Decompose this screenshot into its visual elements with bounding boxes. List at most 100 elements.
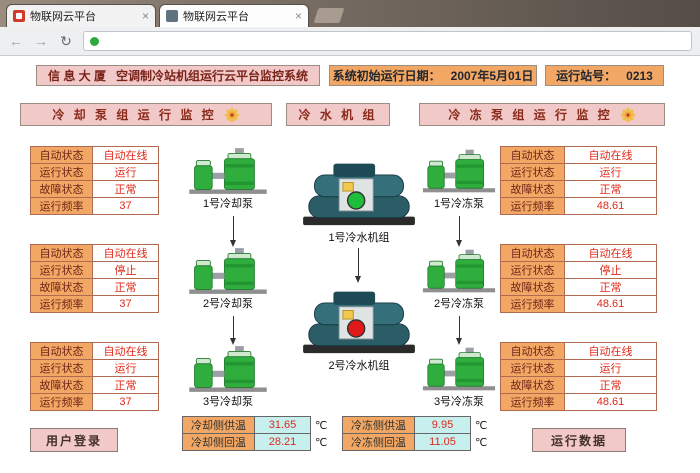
temp-label-cell: 冷冻侧回温: [342, 433, 415, 451]
status-label-cell: 运行状态: [30, 163, 93, 181]
status-value-cell: 37: [92, 393, 159, 411]
flow-arrow-down-icon: [355, 248, 361, 283]
start-date-value: 2007年5月01日: [450, 69, 534, 83]
flow-arrow-down-icon: [230, 316, 236, 345]
chiller-1-graphic-block: 1号冷水机组: [294, 156, 424, 245]
status-label-cell: 故障状态: [30, 278, 93, 296]
status-value-cell: 运行: [564, 163, 657, 181]
chiller-icon: [303, 291, 415, 354]
pump-label: 2号冷却泵: [202, 298, 254, 310]
section-title: 冷 冻 泵 组 运 行 监 控: [448, 108, 613, 122]
status-label-cell: 故障状态: [500, 180, 565, 198]
status-label-cell: 运行频率: [500, 295, 565, 313]
section-chilled-pumps-header: 冷 冻 泵 组 运 行 监 控: [419, 103, 665, 126]
flow-arrow-down-icon: [456, 316, 462, 345]
status-label-cell: 故障状态: [500, 376, 565, 394]
user-login-button[interactable]: 用户登录: [30, 428, 118, 452]
status-label-cell: 故障状态: [500, 278, 565, 296]
site-favicon-icon: [166, 10, 178, 22]
status-value-cell: 停止: [92, 261, 159, 279]
flow-arrow-down-icon: [456, 216, 462, 247]
status-value-cell: 37: [92, 295, 159, 313]
chilled-pump-1-graphic-block: 1号冷冻泵: [405, 148, 513, 211]
status-label-cell: 故障状态: [30, 376, 93, 394]
temp-label-cell: 冷却侧回温: [182, 433, 255, 451]
status-label-cell: 运行状态: [500, 163, 565, 181]
status-value-cell: 运行: [92, 163, 159, 181]
refresh-icon[interactable]: ↻: [60, 32, 72, 49]
cooling-pump-2-graphic-block: 2号冷却泵: [170, 248, 286, 311]
gear-icon: [620, 107, 635, 122]
browser-toolbar: ← → ↻: [0, 27, 700, 56]
status-label-cell: 运行状态: [500, 359, 565, 377]
forward-icon[interactable]: →: [34, 33, 48, 49]
pump-label: 1号冷却泵: [202, 198, 254, 210]
browser-tab-2[interactable]: 物联网云平台 ×: [159, 4, 309, 27]
status-value-cell: 停止: [564, 261, 657, 279]
start-date-banner: 系统初始运行日期： 2007年5月01日: [329, 65, 537, 86]
station-label: 运行站号：: [556, 69, 617, 83]
chiller-status-indicator: [346, 191, 366, 210]
status-value-cell: 运行: [564, 359, 657, 377]
new-tab-button[interactable]: [313, 8, 345, 23]
browser-tab-1[interactable]: 物联网云平台 ×: [6, 4, 156, 27]
site-favicon-icon: [13, 10, 25, 22]
temp-unit: ℃: [475, 436, 488, 449]
cooling-pump-1-graphic-block: 1号冷却泵: [170, 148, 286, 211]
chilled-pump-2-graphic-block: 2号冷冻泵: [405, 248, 513, 311]
status-value-cell: 运行: [92, 359, 159, 377]
page-title: 空调制冷站机组运行云平台监控系统: [116, 69, 309, 83]
address-bar[interactable]: [83, 31, 692, 51]
status-value-cell: 48.61: [564, 197, 657, 215]
status-value-cell: 自动在线: [564, 244, 657, 262]
temp-value-cell: 9.95: [414, 416, 471, 434]
flow-arrow-down-icon: [230, 216, 236, 247]
chiller-2-graphic-block: 2号冷水机组: [294, 284, 424, 373]
status-label-cell: 自动状态: [500, 342, 565, 360]
status-value-cell: 正常: [564, 278, 657, 296]
status-label-cell: 运行频率: [30, 197, 93, 215]
status-label-cell: 自动状态: [30, 146, 93, 164]
browser-tab-strip: 物联网云平台 × 物联网云平台 ×: [0, 0, 700, 27]
tab-close-icon[interactable]: ×: [294, 9, 302, 23]
chilled-temps-table: 冷冻侧供温 9.95 ℃ 冷冻侧回温 11.05 ℃: [342, 416, 495, 451]
temp-value-cell: 11.05: [414, 433, 471, 451]
pump-icon: [422, 249, 496, 293]
run-data-button[interactable]: 运行数据: [532, 428, 626, 452]
pump-icon: [422, 149, 496, 193]
status-label-cell: 自动状态: [500, 146, 565, 164]
temp-unit: ℃: [475, 419, 488, 432]
section-chillers-header: 冷 水 机 组: [286, 103, 390, 126]
temp-label-cell: 冷却侧供温: [182, 416, 255, 434]
gear-icon: [224, 107, 239, 122]
section-title: 冷 水 机 组: [298, 108, 378, 122]
building-name: 信 息 大 厦: [47, 69, 106, 83]
chilled-pump-3-graphic-block: 3号冷冻泵: [405, 346, 513, 409]
status-label-cell: 自动状态: [30, 244, 93, 262]
tab-close-icon[interactable]: ×: [141, 9, 149, 23]
back-icon[interactable]: ←: [9, 33, 23, 49]
status-value-cell: 正常: [92, 278, 159, 296]
status-value-cell: 正常: [564, 376, 657, 394]
status-label-cell: 运行频率: [30, 295, 93, 313]
cooling-pump-3-graphic-block: 3号冷却泵: [170, 346, 286, 409]
status-value-cell: 正常: [92, 180, 159, 198]
status-label-cell: 自动状态: [500, 244, 565, 262]
pump-icon: [189, 148, 267, 194]
temp-value-cell: 31.65: [254, 416, 311, 434]
section-title: 冷 却 泵 组 运 行 监 控: [52, 108, 217, 122]
status-value-cell: 自动在线: [564, 146, 657, 164]
temp-value-cell: 28.21: [254, 433, 311, 451]
tab-title: 物联网云平台: [30, 11, 96, 23]
status-label-cell: 故障状态: [30, 180, 93, 198]
status-value-cell: 自动在线: [92, 342, 159, 360]
pump-icon: [422, 347, 496, 391]
start-date-label: 系统初始运行日期：: [332, 69, 441, 83]
status-label-cell: 运行频率: [30, 393, 93, 411]
station-banner: 运行站号： 0213: [545, 65, 664, 86]
